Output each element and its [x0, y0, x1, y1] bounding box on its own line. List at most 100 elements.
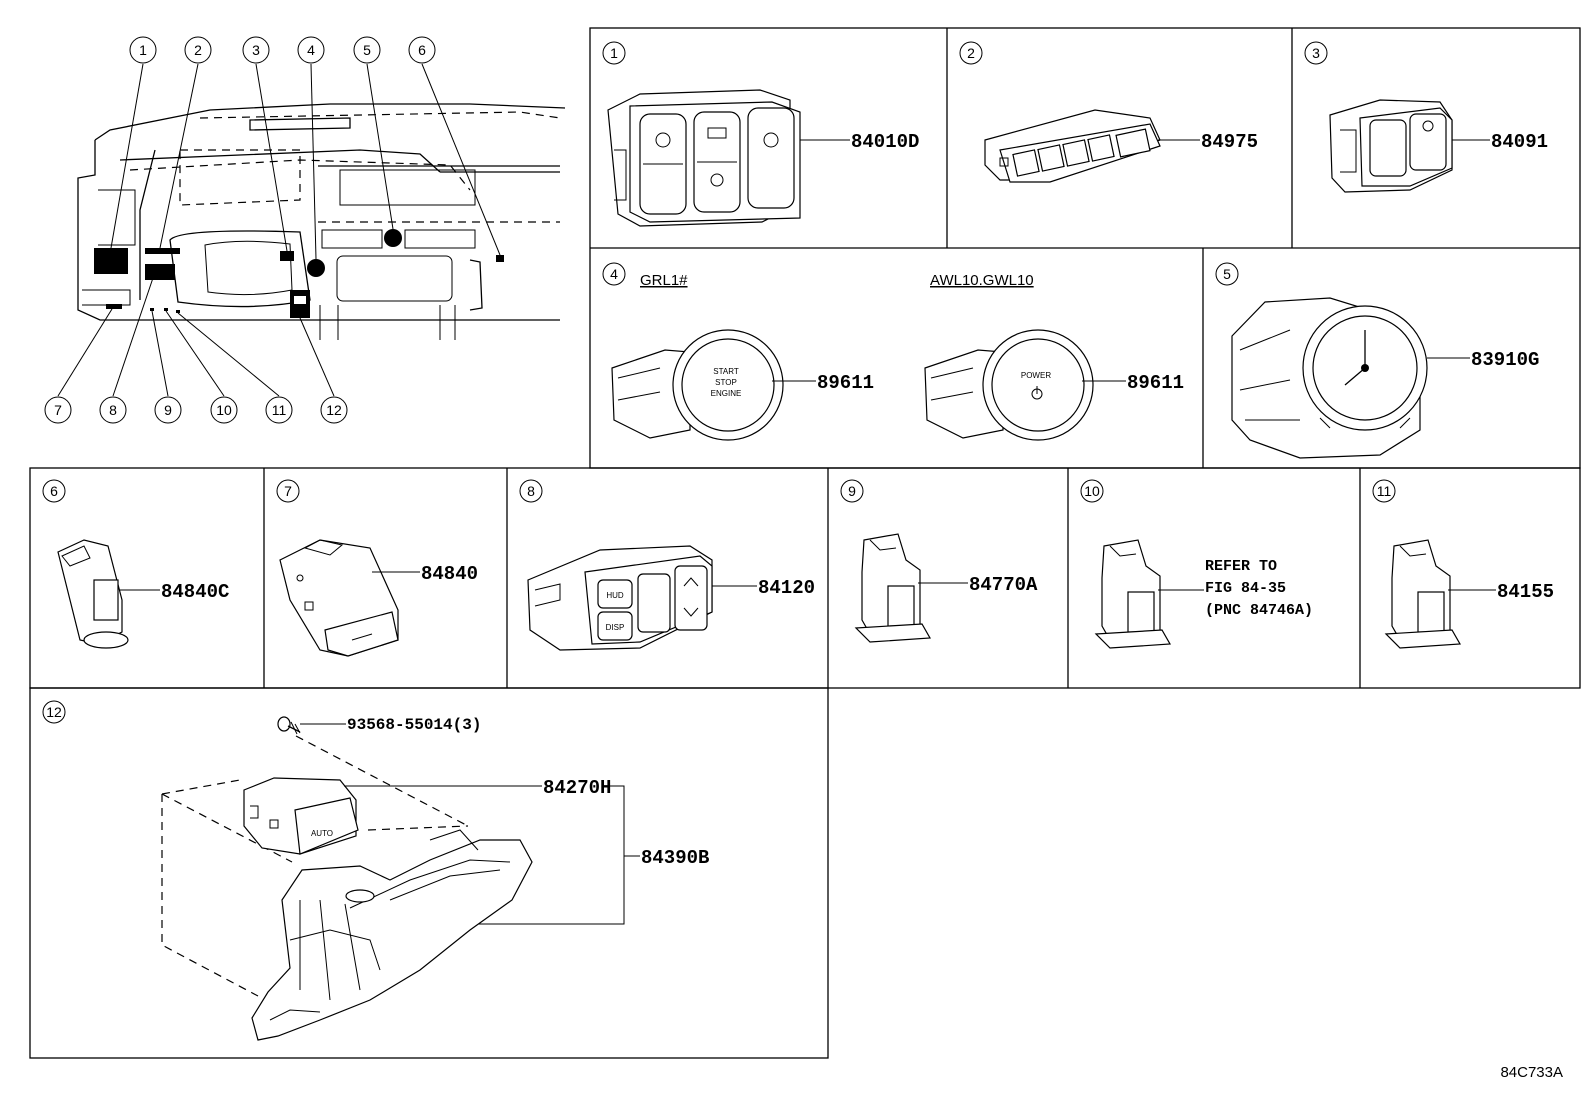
part-number-84091: 84091: [1491, 131, 1548, 153]
part-number-84840: 84840: [421, 563, 478, 585]
callout-9: 9: [154, 396, 182, 424]
callout-3: 3: [242, 36, 270, 64]
mark-8: [145, 264, 175, 280]
part-number-89611-a: 89611: [817, 372, 874, 394]
callout-1: 1: [129, 36, 157, 64]
part-number-84120: 84120: [758, 577, 815, 599]
panel-8-number: 8: [527, 483, 535, 499]
panel-2-number: 2: [967, 45, 975, 61]
callout-11: 11: [265, 396, 293, 424]
callout-4: 4: [297, 36, 325, 64]
part-number-89611-b: 89611: [1127, 372, 1184, 394]
dashboard-overview: [57, 63, 566, 397]
panel-4: 4 GRL1# AWL10.GWL10 START STOP ENGINE 89…: [602, 262, 1184, 441]
panel-9: 9 84770A: [840, 479, 1038, 643]
panel-12-number: 12: [46, 704, 62, 720]
panel-6: 6 84840C: [42, 479, 229, 649]
part-number-84975: 84975: [1201, 131, 1258, 153]
mark-7: [106, 304, 122, 309]
clock-83910G-drawing: [1231, 297, 1428, 459]
panel-1-number: 1: [610, 45, 618, 61]
power-button-drawing: POWER: [924, 329, 1094, 441]
panel-3: 3 84091: [1304, 41, 1548, 193]
refer-note-line-1: REFER TO: [1205, 558, 1277, 575]
svg-text:9: 9: [164, 402, 172, 418]
switch-84120-drawing: HUD DISP: [527, 545, 713, 651]
switch-84091-drawing: [1329, 99, 1453, 193]
svg-text:5: 5: [363, 42, 371, 58]
switch-84770A-drawing: [854, 533, 931, 643]
panel-10-number: 10: [1084, 483, 1100, 499]
part-number-93568-55014: 93568-55014(3): [347, 716, 481, 734]
panel-11: 11 84155: [1372, 479, 1554, 649]
panel-12: 12 93568-55014(3) AUTO 84270H 84390B: [42, 700, 709, 1041]
switch-84975-drawing: [984, 109, 1161, 183]
part-number-84390B: 84390B: [641, 847, 709, 869]
svg-text:AUTO: AUTO: [311, 829, 333, 838]
panel-5-number: 5: [1223, 266, 1231, 282]
callout-6: 6: [408, 36, 436, 64]
svg-text:DISP: DISP: [606, 623, 625, 632]
svg-text:11: 11: [272, 402, 287, 418]
panel-10: 10 REFER TO FIG 84-35 (PNC 84746A): [1080, 479, 1313, 649]
diagram-code: 84C733A: [1500, 1064, 1563, 1081]
svg-text:2: 2: [194, 42, 202, 58]
part-number-84010D: 84010D: [851, 131, 919, 153]
panel-11-number: 11: [1377, 483, 1392, 499]
svg-text:3: 3: [252, 42, 260, 58]
svg-text:STOP: STOP: [715, 378, 737, 387]
part-number-84840C: 84840C: [161, 581, 229, 603]
svg-text:ENGINE: ENGINE: [711, 389, 742, 398]
switch-84270H-drawing: AUTO: [243, 777, 359, 855]
screw-drawing: [277, 716, 301, 735]
part-number-84270H: 84270H: [543, 777, 611, 799]
callout-12: 12: [320, 396, 348, 424]
callout-8: 8: [99, 396, 127, 424]
panel-8: 8 HUD DISP 84120: [519, 479, 815, 651]
panel-5: 5 83910G: [1215, 262, 1539, 459]
switch-84840C-drawing: [57, 539, 129, 649]
part-number-84155: 84155: [1497, 581, 1554, 603]
variant-label-awl10-gwl10: AWL10.GWL10: [930, 272, 1034, 289]
svg-text:HUD: HUD: [606, 591, 624, 600]
switch-84010D-drawing: [607, 89, 801, 227]
callout-2: 2: [184, 36, 212, 64]
panel-9-number: 9: [848, 483, 856, 499]
svg-text:7: 7: [54, 402, 62, 418]
panel-6-number: 6: [50, 483, 58, 499]
mark-6: [496, 255, 504, 262]
svg-text:4: 4: [307, 42, 315, 58]
refer-note-line-3: (PNC 84746A): [1205, 602, 1313, 619]
overview-callouts: 1 2 3 4 5 6 7 8 9 10 11 12: [44, 36, 436, 424]
switch-refer-drawing: [1094, 539, 1171, 649]
panel-1: 1 84010D: [602, 41, 919, 227]
part-number-83910G: 83910G: [1471, 349, 1539, 371]
panel-grid: [29, 27, 1581, 1059]
lower-panel-84390B-drawing: [251, 829, 533, 1041]
variant-label-grl1: GRL1#: [640, 272, 688, 289]
svg-text:POWER: POWER: [1021, 371, 1051, 380]
svg-text:10: 10: [216, 402, 232, 418]
mark-3: [280, 251, 294, 261]
switch-84155-drawing: [1384, 539, 1461, 649]
callout-10: 10: [210, 396, 238, 424]
svg-text:12: 12: [326, 402, 342, 418]
start-stop-button-drawing: START STOP ENGINE: [611, 329, 784, 441]
svg-text:8: 8: [109, 402, 117, 418]
refer-note-line-2: FIG 84-35: [1205, 580, 1286, 597]
panel-2: 2 84975: [959, 41, 1258, 183]
panel-7-number: 7: [284, 483, 292, 499]
switch-84840-drawing: [279, 539, 399, 657]
mark-4: [307, 259, 325, 277]
mark-5: [384, 229, 402, 247]
callout-7: 7: [44, 396, 72, 424]
callout-5: 5: [353, 36, 381, 64]
svg-text:START: START: [713, 367, 739, 376]
svg-text:6: 6: [418, 42, 426, 58]
mark-1: [94, 248, 128, 274]
part-number-84770A: 84770A: [969, 574, 1038, 596]
svg-text:1: 1: [139, 42, 147, 58]
panel-4-number: 4: [610, 266, 618, 282]
panel-7: 7 84840: [276, 479, 478, 657]
